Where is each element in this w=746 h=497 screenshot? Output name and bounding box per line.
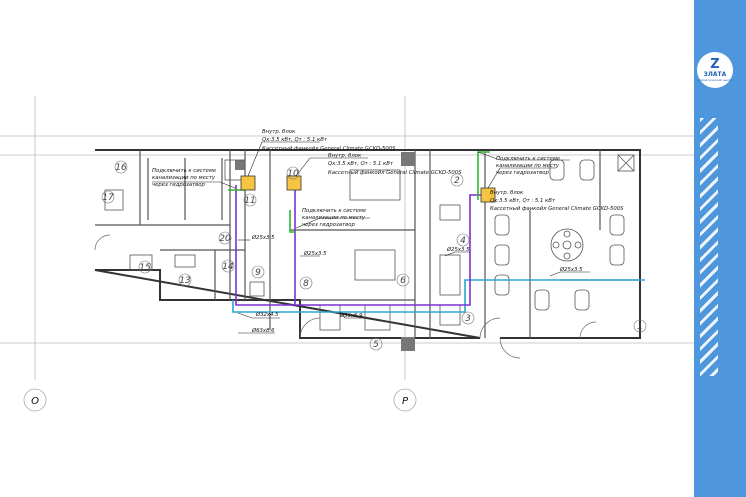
annotation-line: Qх:3.5 кВт, Qт : 5.1 кВт: [328, 161, 394, 167]
room-number: 16: [115, 163, 127, 173]
annotation-indoor-unit-3: Внутр. блок Qх:3.5 кВт, Qт : 5.1 кВт Кас…: [490, 190, 624, 212]
annotation-line: Внутр. блок: [328, 153, 362, 159]
interior-walls: [95, 150, 640, 338]
pipe-label: Ø25x3.5: [559, 266, 583, 273]
annotation-line: Подключить к системе: [152, 168, 217, 174]
room-number: 15: [139, 263, 151, 273]
room-number: 14: [222, 262, 234, 272]
annotation-line: через гидрозатвор: [496, 170, 550, 176]
axis-label-o: О: [31, 396, 39, 407]
pipe-label: Ø25x3.5: [251, 234, 275, 241]
annotation-line: Qх:3.5 кВт, Qт : 5.1 кВт: [490, 198, 556, 204]
annotation-line: Кассетный фанкойл General Climate GCKD-5…: [490, 206, 624, 212]
annotation-line: Кассетный фанкойл General Climate GCKD-5…: [328, 170, 462, 176]
room-number: 20: [219, 234, 231, 244]
room-number: 6: [400, 276, 406, 286]
axis-label-p: Р: [402, 396, 409, 407]
decorative-stripes: [700, 118, 718, 376]
grid-axis-p: Р: [393, 388, 417, 412]
leader-lines: [152, 141, 590, 334]
annotation-connect-drain-center: Подключить к системе канализации по мест…: [302, 208, 367, 228]
room-number: 5: [373, 340, 379, 350]
room-number: 13: [179, 276, 191, 286]
room-number: 2: [454, 176, 460, 186]
drain-pipe-main: [232, 279, 645, 313]
annotation-line: Внутр. блок: [490, 190, 524, 196]
logo-tagline: климатический центр: [697, 77, 733, 82]
annotation-indoor-unit-2: Внутр. блок Qх:3.5 кВт, Qт : 5.1 кВт Кас…: [328, 153, 462, 176]
annotation-indoor-unit-1: Внутр. блок Qх:3.5 кВт, Qт : 5.1 кВт Кас…: [262, 129, 396, 152]
brand-logo: Z ЗЛАТА климатический центр: [697, 52, 733, 88]
door-swings: [94, 234, 597, 359]
pipe-label: Ø25x3.5: [446, 246, 470, 253]
drain-pipes: [228, 151, 645, 313]
annotation-line: канализации по месту: [302, 215, 366, 221]
pipe-labels: Ø25x3.5 Ø25x3.5 Ø32x4.5 Ø63x8.6 Ø50x6.9 …: [251, 234, 583, 334]
round-table: [550, 228, 584, 262]
kitchen-equipment: [104, 159, 461, 331]
logo-name: ЗЛАТА: [703, 70, 727, 78]
room-number: 17: [102, 193, 114, 203]
room-markers: [101, 160, 647, 351]
annotation-line: канализации по месту: [496, 163, 560, 169]
grid-axis-o: О: [23, 388, 47, 412]
annotation-line: канализации по месту: [152, 175, 216, 181]
pipe-label: Ø32x4.5: [255, 311, 279, 318]
room-number: 10: [287, 169, 299, 179]
structural-columns: [235, 152, 415, 351]
room-number: 3: [465, 314, 471, 324]
logo-mark: Z: [710, 56, 720, 72]
annotation-connect-drain-left: Подключить к системе канализации по мест…: [152, 168, 217, 188]
annotation-line: Подключить к системе: [496, 156, 561, 162]
room-number: 8: [303, 279, 309, 289]
annotation-line: через гидрозатвор: [152, 182, 206, 188]
room-number: 4: [460, 236, 466, 246]
pipe-label: Ø50x6.9: [339, 312, 363, 319]
annotation-connect-drain-right: Подключить к системе канализации по мест…: [496, 156, 561, 176]
annotation-line: Подключить к системе: [302, 208, 367, 214]
annotation-line: через гидрозатвор: [302, 222, 356, 228]
room-numbers: 16 17 11 10 20 15 14 13 9 8 6 5 4 3 2 1: [102, 163, 643, 350]
annotation-line: Внутр. блок: [262, 129, 296, 135]
pipe-label: Ø63x8.6: [251, 327, 275, 334]
room-number: 1: [637, 322, 643, 332]
refrigerant-pipe: [235, 185, 490, 306]
room-number: 9: [255, 268, 261, 278]
indoor-unit-2[interactable]: [286, 175, 302, 191]
pipe-label: Ø25x3.5: [303, 250, 327, 257]
annotation-line: Qх:3.5 кВт, Qт : 5.1 кВт: [262, 137, 328, 143]
condensate-line-left: [228, 189, 296, 233]
room-number: 11: [244, 196, 255, 206]
indoor-unit-1[interactable]: [240, 175, 256, 191]
annotation-line: Кассетный фанкойл General Climate GCKD-5…: [262, 146, 396, 152]
